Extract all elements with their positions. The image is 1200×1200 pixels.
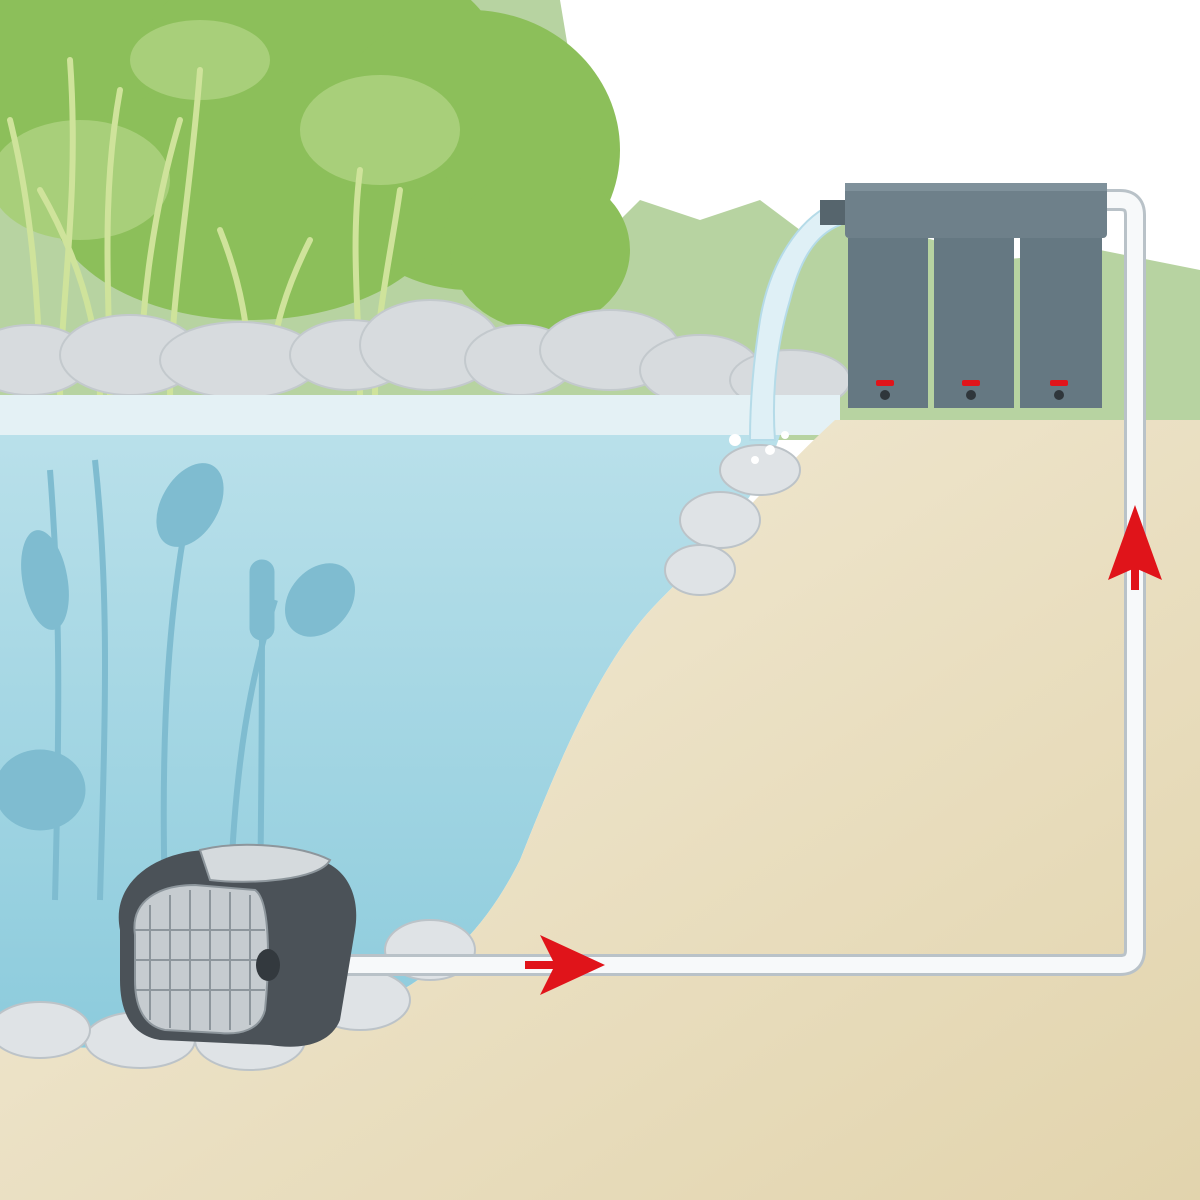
drain-valve-1 xyxy=(876,380,894,386)
flow-arrow-vertical xyxy=(1108,505,1162,590)
submersible-pump xyxy=(118,843,357,1047)
waterfall-return xyxy=(729,203,842,464)
filter-lid xyxy=(845,183,1107,238)
water-surface xyxy=(0,395,840,435)
three-chamber-filter xyxy=(820,183,1107,408)
flow-arrow-horizontal xyxy=(525,935,605,995)
soil-bank xyxy=(0,420,1200,1200)
filter-chamber-3 xyxy=(1020,238,1102,408)
pump-outlet xyxy=(256,949,280,981)
filter-chamber-2 xyxy=(934,238,1014,408)
underwater-plants xyxy=(0,459,355,901)
filter-chamber-1 xyxy=(848,238,928,408)
drain-valve-2 xyxy=(962,380,980,386)
drain-valve-3 xyxy=(1050,380,1068,386)
